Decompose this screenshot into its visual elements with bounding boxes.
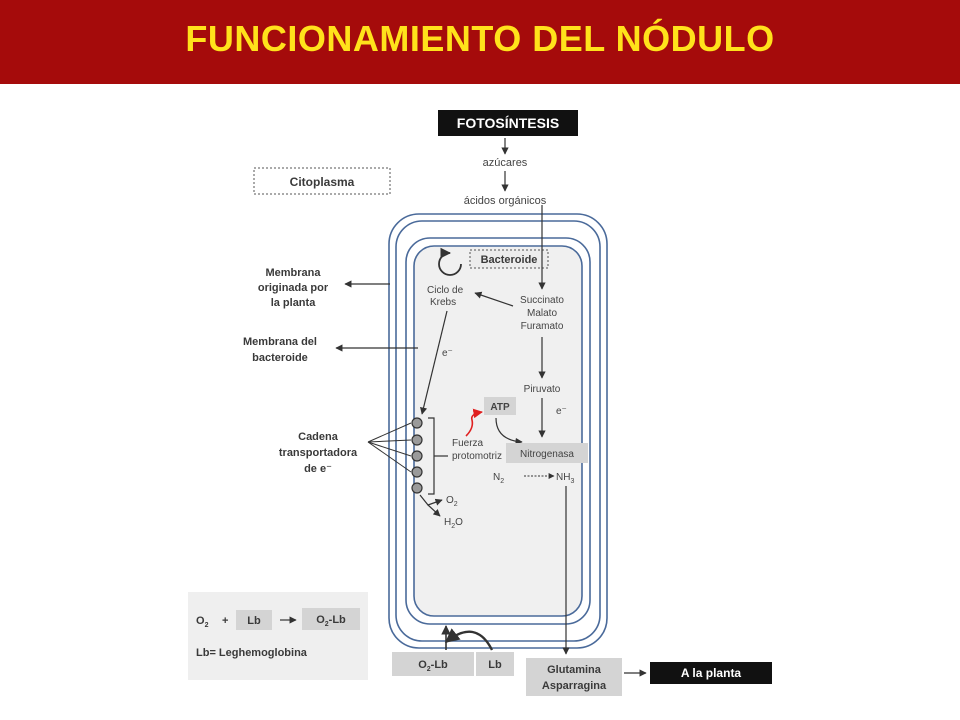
proton-force-label-2: protomotriz (452, 451, 502, 462)
legend-plus: + (222, 615, 228, 627)
page-title: FUNCIONAMIENTO DEL NÓDULO (185, 18, 775, 59)
krebs-label-2: Krebs (430, 297, 456, 308)
pyruvate-label: Piruvato (524, 384, 561, 395)
arrow-atp-to-nitrogenase (495, 417, 523, 446)
atp-box (484, 397, 516, 415)
plant-membrane-outer (388, 213, 608, 649)
bottom-lb-box (476, 652, 514, 676)
bacteroid-membrane-outer (405, 237, 591, 625)
bottom-o2lb: O2-Lb (418, 659, 448, 673)
red-proton-arrow (465, 408, 483, 437)
bacteroid-label: Bacteroide (481, 254, 538, 266)
title-banner (0, 0, 960, 84)
bacteroid-box (469, 249, 549, 269)
arrow-to-h2o (427, 504, 441, 517)
o2-label: O2 (446, 495, 458, 508)
h2o-label: H2O (444, 517, 463, 530)
bottom-o2lb-box (392, 652, 474, 676)
to-plant-box (650, 662, 772, 684)
plant-membrane-label-1: Membrana (265, 267, 321, 279)
cytoplasm-label: Citoplasma (290, 175, 355, 189)
n2-label: N2 (493, 472, 504, 485)
plant-membrane-inner (395, 220, 601, 642)
arrow-acids-to-krebs (474, 291, 514, 307)
legend-box (188, 592, 368, 680)
plant-membrane-label-3: la planta (271, 297, 317, 309)
amino-acids-box (526, 658, 622, 696)
bottom-cycle-arrow (444, 628, 494, 651)
nitrogenase-label: Nitrogenasa (520, 449, 574, 460)
nitrogenase-box (506, 443, 588, 463)
electron-label-2: e⁻ (556, 406, 567, 417)
transport-chain-circles (411, 417, 423, 494)
arrow-krebs-to-chain (420, 310, 448, 415)
asparagine-label: Asparragina (542, 680, 607, 692)
cytoplasm-box (253, 167, 391, 195)
proton-force-label-1: Fuerza (452, 438, 484, 449)
legend-lb-box (236, 610, 272, 630)
malate-label: Malato (527, 308, 557, 319)
bacteroid-membrane-label-2: bacteroide (252, 352, 308, 364)
photosynthesis-label: FOTOSÍNTESIS (457, 115, 559, 131)
photosynthesis-box (438, 110, 578, 136)
glutamine-label: Glutamina (547, 664, 602, 676)
legend-definition: Lb= Leghemoglobina (196, 647, 308, 659)
nh3-label: NH3 (556, 472, 574, 485)
chain-label-3: de e⁻ (304, 463, 332, 475)
sugars-label: azúcares (483, 157, 528, 169)
atp-label: ATP (490, 402, 510, 413)
krebs-label-1: Ciclo de (427, 285, 464, 296)
organic-acids-label: ácidos orgánicos (464, 195, 547, 207)
legend-o2lb-box (302, 608, 360, 630)
legend-lb: Lb (247, 615, 261, 627)
legend-o2: O2 (196, 615, 209, 629)
bacteroid-membrane-label-1: Membrana del (243, 336, 317, 348)
legend-o2lb: O2-Lb (316, 614, 346, 628)
plant-membrane-label-2: originada por (258, 282, 329, 294)
chain-pointer-lines (367, 422, 412, 473)
krebs-cycle-icon (438, 247, 462, 276)
electron-label-1: e⁻ (442, 348, 453, 359)
succinate-label: Succinato (520, 295, 564, 306)
chain-label-1: Cadena (298, 431, 339, 443)
chain-label-2: transportadora (279, 447, 358, 459)
to-plant-label: A la planta (681, 666, 742, 680)
bacteroid-membrane-inner (413, 245, 583, 617)
furamate-label: Furamato (521, 321, 564, 332)
bottom-lb: Lb (488, 659, 502, 671)
